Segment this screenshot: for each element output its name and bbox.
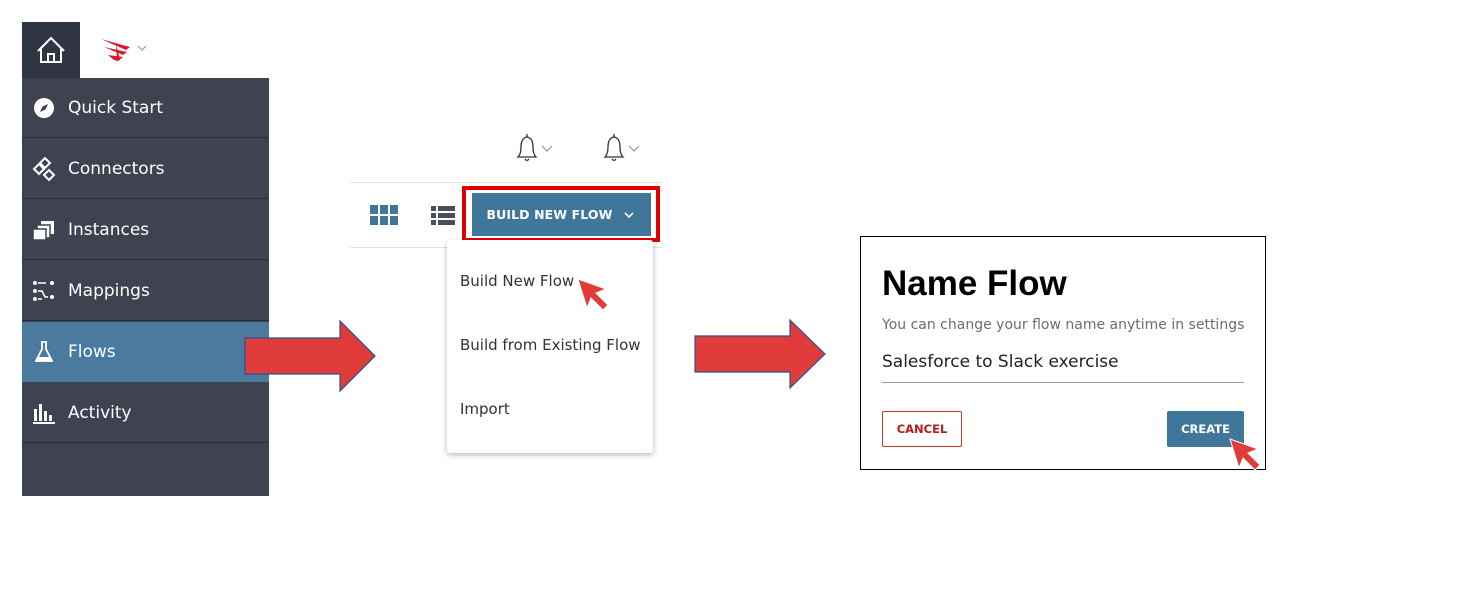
create-button[interactable]: CREATE [1167, 411, 1244, 447]
connectors-icon [32, 156, 56, 181]
cursor-pointer-icon [577, 278, 609, 311]
instances-icon [32, 218, 56, 242]
sidebar-nav: Quick Start Connectors Instances Mapping… [22, 78, 269, 496]
sidebar-item-quick-start[interactable]: Quick Start [22, 78, 269, 138]
grid-view-icon [370, 205, 398, 225]
sidebar-item-connectors[interactable]: Connectors [22, 139, 269, 199]
sidebar-item-label: Quick Start [68, 97, 164, 118]
home-icon [37, 36, 65, 63]
cursor-pointer-icon [1229, 438, 1261, 471]
build-new-flow-button[interactable]: BUILD NEW FLOW [472, 193, 651, 236]
step-arrow-1 [244, 319, 376, 393]
cancel-button[interactable]: CANCEL [882, 411, 962, 447]
menu-item-build-from-existing-flow[interactable]: Build from Existing Flow [460, 336, 641, 354]
sidebar-item-flows[interactable]: Flows [22, 322, 269, 382]
sidebar-item-mappings[interactable]: Mappings [22, 261, 269, 321]
flask-icon [32, 340, 56, 364]
sidebar-item-label: Connectors [68, 158, 165, 179]
chevron-down-icon [541, 145, 553, 152]
home-button[interactable] [22, 22, 80, 78]
chevron-down-icon [623, 211, 634, 218]
menu-item-import[interactable]: Import [460, 400, 510, 418]
build-new-flow-label: BUILD NEW FLOW [486, 207, 613, 222]
bell-icon [603, 134, 625, 162]
sidebar-item-label: Flows [68, 342, 116, 362]
build-flow-dropdown: Build New Flow Build from Existing Flow … [447, 240, 653, 453]
grid-view-button[interactable] [369, 204, 399, 226]
chevron-down-icon [137, 45, 147, 51]
notifications-button[interactable] [599, 131, 649, 165]
logo-menu-button[interactable] [96, 30, 156, 70]
bar-chart-icon [32, 401, 56, 425]
compass-icon [32, 96, 56, 120]
mappings-icon [32, 279, 56, 303]
sidebar-item-label: Activity [68, 402, 132, 423]
cloud-elements-logo-icon [101, 39, 130, 61]
menu-item-build-new-flow[interactable]: Build New Flow [460, 272, 575, 290]
list-view-icon [431, 206, 455, 225]
list-view-button[interactable] [430, 204, 456, 226]
chevron-down-icon [628, 145, 640, 152]
dialog-subtitle: You can change your flow name anytime in… [882, 317, 1245, 333]
sidebar-item-instances[interactable]: Instances [22, 200, 269, 260]
bell-icon [516, 134, 538, 162]
flow-name-input[interactable]: Salesforce to Slack exercise [882, 352, 1244, 383]
notifications-button[interactable] [512, 131, 562, 165]
sidebar-item-label: Mappings [68, 280, 150, 301]
dialog-title: Name Flow [882, 264, 1067, 303]
step-arrow-2 [694, 318, 826, 390]
sidebar-item-activity[interactable]: Activity [22, 383, 269, 443]
sidebar-item-label: Instances [68, 219, 150, 240]
